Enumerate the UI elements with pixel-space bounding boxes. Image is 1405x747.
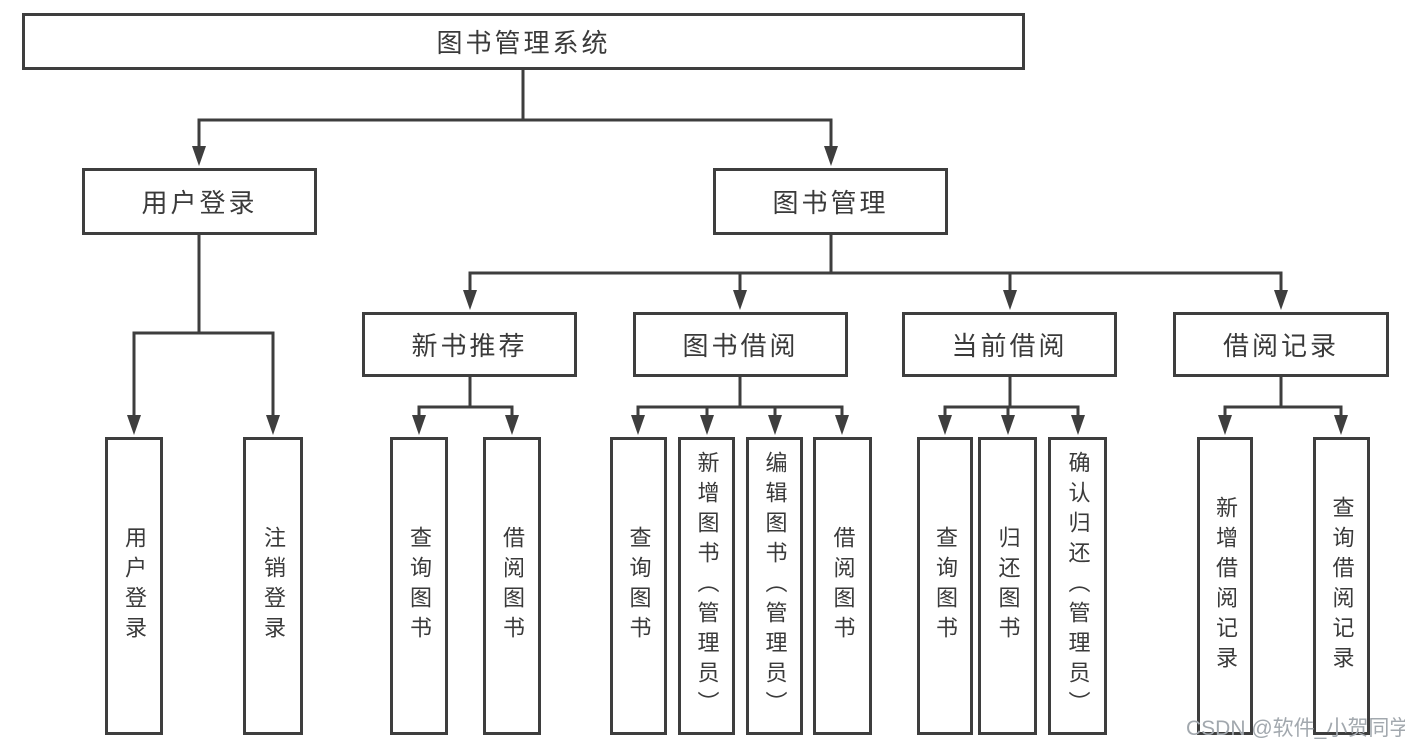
- node-label: 图书管理系统: [436, 28, 611, 58]
- node-library-management-system: 图书管理系统: [22, 13, 1025, 70]
- node-label: 用户登录: [141, 188, 258, 218]
- node-current-borrowing: 当前借阅: [902, 312, 1117, 377]
- node-label: 用户登录: [122, 526, 147, 646]
- node-label: 确认归还（管理员）: [1065, 451, 1091, 721]
- node-leaf-query-books-current: 查询图书: [917, 437, 973, 735]
- node-leaf-add-borrow-record: 新增借阅记录: [1197, 437, 1253, 735]
- node-leaf-query-books-rec: 查询图书: [390, 437, 448, 735]
- node-label: 归还图书: [995, 526, 1021, 646]
- node-label: 当前借阅: [951, 331, 1068, 361]
- node-leaf-edit-books-admin: 编辑图书（管理员）: [746, 437, 803, 735]
- node-label: 新增图书（管理员）: [694, 451, 720, 721]
- node-book-borrowing: 图书借阅: [633, 312, 848, 377]
- node-leaf-confirm-return-admin: 确认归还（管理员）: [1048, 437, 1107, 735]
- node-label: 借阅记录: [1222, 331, 1339, 361]
- node-leaf-borrow-books-rec: 借阅图书: [483, 437, 541, 735]
- node-label: 新书推荐: [411, 331, 528, 361]
- node-label: 查询图书: [407, 526, 432, 646]
- watermark: CSDN @软件_小贺同学: [1186, 717, 1405, 740]
- node-book-management: 图书管理: [713, 168, 948, 235]
- node-leaf-query-books: 查询图书: [610, 437, 667, 735]
- node-label: 查询图书: [626, 526, 652, 646]
- node-label: 查询借阅记录: [1329, 496, 1355, 676]
- node-label: 借阅图书: [830, 526, 856, 646]
- node-label: 编辑图书（管理员）: [762, 451, 788, 721]
- node-leaf-query-borrow-record: 查询借阅记录: [1313, 437, 1370, 735]
- node-leaf-add-books-admin: 新增图书（管理员）: [678, 437, 735, 735]
- node-label: 注销登录: [261, 526, 286, 646]
- node-label: 图书借阅: [682, 331, 799, 361]
- node-borrowing-records: 借阅记录: [1173, 312, 1389, 377]
- node-label: 借阅图书: [500, 526, 525, 646]
- node-leaf-user-login: 用户登录: [105, 437, 163, 735]
- node-user-login: 用户登录: [82, 168, 317, 235]
- node-label: 查询图书: [933, 526, 958, 646]
- node-label: 新增借阅记录: [1213, 496, 1238, 676]
- node-leaf-return-books: 归还图书: [978, 437, 1037, 735]
- node-new-book-recommendation: 新书推荐: [362, 312, 577, 377]
- node-leaf-logout: 注销登录: [243, 437, 303, 735]
- node-label: 图书管理: [772, 188, 889, 218]
- node-leaf-borrow-books: 借阅图书: [813, 437, 872, 735]
